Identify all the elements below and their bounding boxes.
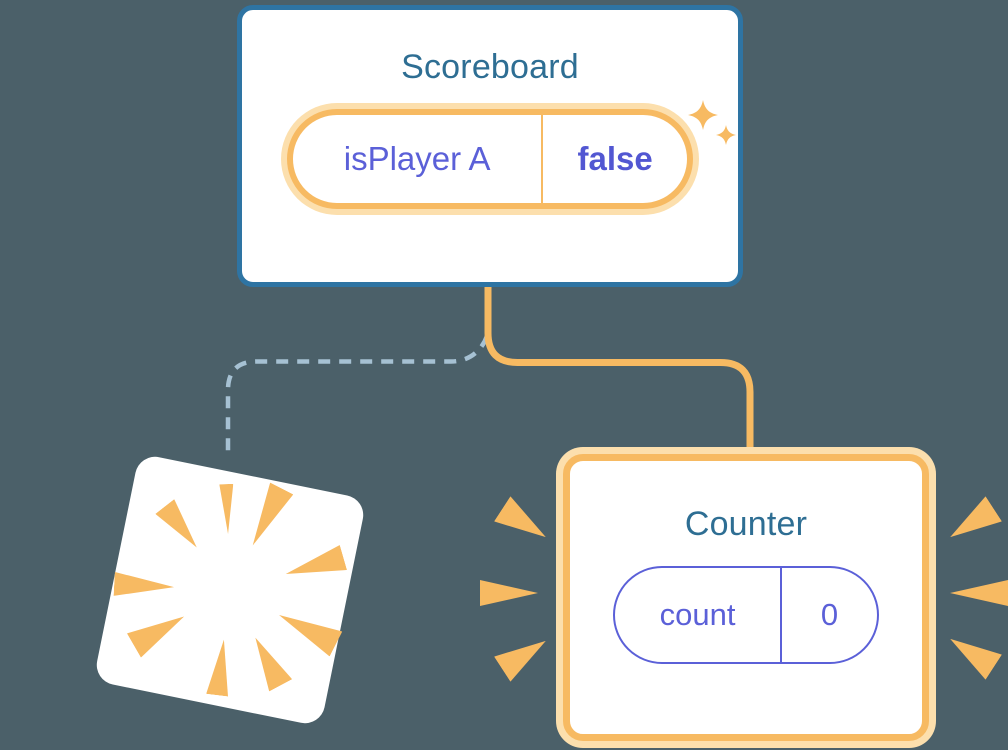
pill-divider bbox=[541, 115, 544, 203]
counter-node: Counter count 0 bbox=[563, 454, 929, 741]
counter-state-value: 0 bbox=[820, 597, 839, 632]
scoreboard-title: Scoreboard bbox=[401, 48, 579, 86]
counter-title: Counter bbox=[684, 505, 808, 543]
connector-solid-kept bbox=[484, 285, 754, 452]
counter-state-label: count bbox=[659, 597, 736, 632]
scoreboard-state-value: false bbox=[577, 140, 653, 177]
scoreboard-node: Scoreboard isPlayer A false bbox=[237, 5, 743, 287]
scoreboard-state-pill: isPlayer A false bbox=[287, 109, 693, 209]
sparkle-icon bbox=[688, 100, 736, 145]
scoreboard-state-label: isPlayer A bbox=[343, 140, 491, 177]
counter-state-pill: count 0 bbox=[613, 566, 879, 664]
connector-dashed-destroyed bbox=[225, 335, 490, 452]
pill-divider bbox=[780, 568, 783, 662]
